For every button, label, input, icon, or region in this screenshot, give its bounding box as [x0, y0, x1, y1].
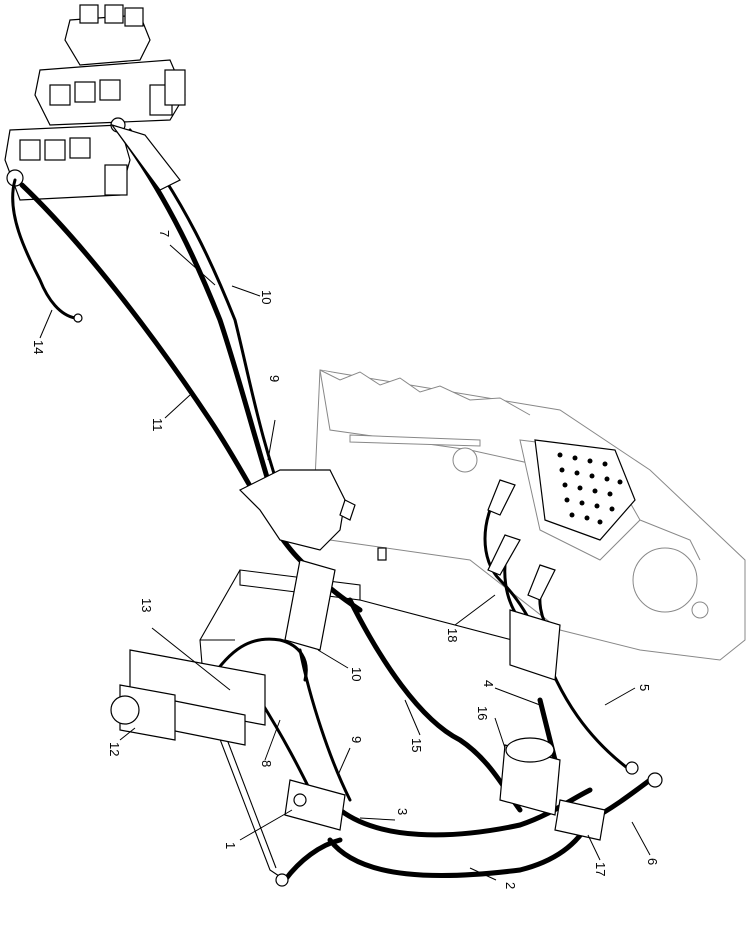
loader-chassis: [314, 369, 746, 661]
components: [73, 313, 663, 887]
callout-8: 8: [259, 760, 274, 767]
callout-14: 14: [31, 340, 46, 354]
callout-13: 13: [139, 598, 154, 612]
callout-1: 1: [223, 842, 238, 849]
callout-11: 11: [150, 418, 165, 432]
callout-7: 7: [157, 230, 172, 237]
callout-15: 16: [475, 706, 490, 720]
callout-17: 17: [593, 862, 608, 876]
callout-10-upper: 10: [259, 290, 274, 304]
callout-10-lower: 10: [349, 667, 364, 681]
callout-9-upper: 9: [267, 375, 282, 382]
callout-labels: 14 7 10 11 9 13 10 12 8 9 15 1 3 2 18 16…: [31, 230, 660, 889]
callout-5: 5: [637, 684, 652, 691]
callout-18: 18: [445, 628, 460, 642]
perforation-dots: [557, 452, 623, 525]
callout-2: 2: [503, 882, 518, 889]
callout-12: 12: [107, 742, 122, 756]
callout-4: 4: [481, 680, 496, 687]
leader-lines: [39, 244, 651, 881]
hose-sleeves: [110, 123, 556, 651]
control-valve-assembly: [4, 4, 186, 201]
callout-6: 6: [645, 858, 660, 865]
callout-9-lower: 9: [349, 736, 364, 743]
callout-16: 15: [409, 738, 424, 752]
callout-3: 3: [395, 808, 410, 815]
